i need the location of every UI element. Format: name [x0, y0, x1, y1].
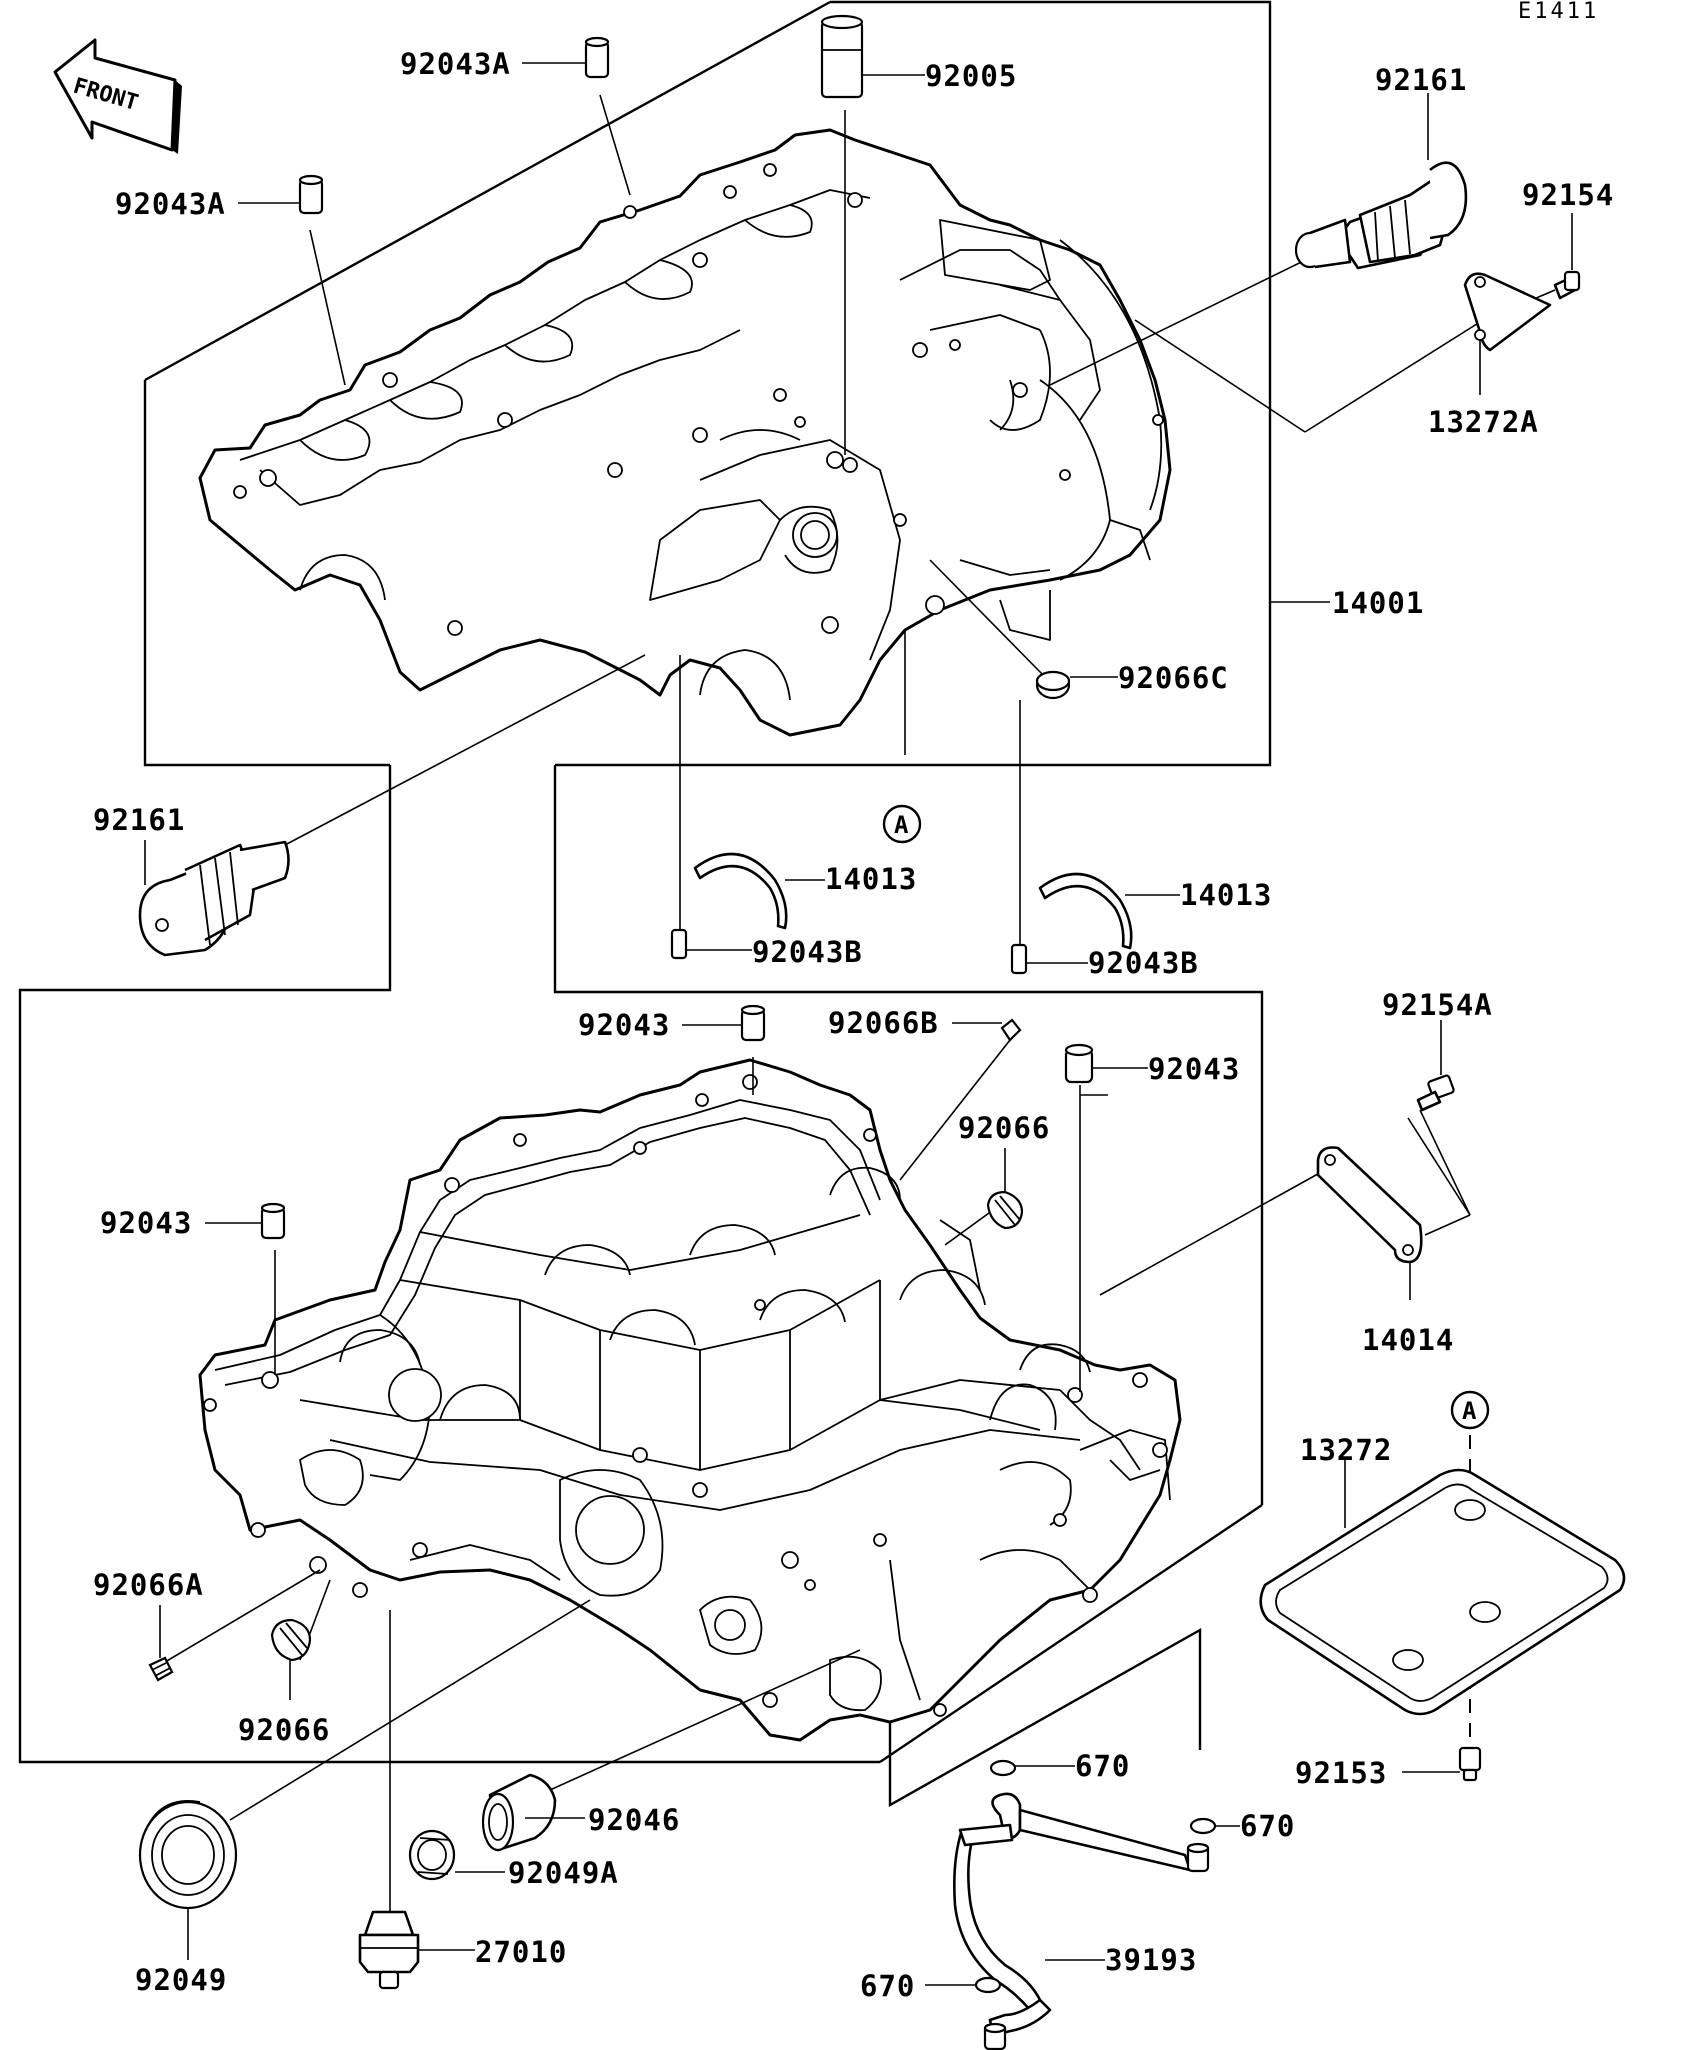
- plate-14014: 14014: [1316, 1146, 1454, 1357]
- plug-92066-upper: 92066: [958, 1111, 1050, 1230]
- plug-92066-lower: 92066: [238, 1618, 330, 1747]
- o-ring-670-a: 670: [989, 1749, 1130, 1783]
- label-14014: 14014: [1362, 1323, 1454, 1357]
- ref-mark-A-upper-text: A: [894, 811, 909, 839]
- damper-92161-left: 92161: [93, 803, 290, 957]
- label-92066-lower: 92066: [238, 1713, 330, 1747]
- label-14001: 14001: [1332, 586, 1424, 620]
- label-92043B-left: 92043B: [752, 935, 863, 969]
- label-92066-upper: 92066: [958, 1111, 1050, 1145]
- bolt-92153: 92153: [1295, 1746, 1482, 1790]
- pin-92043B-right: 92043B: [1010, 943, 1199, 980]
- o-ring-670-c: 670: [860, 1969, 1002, 2003]
- thrust-bearing-14013-left: 14013: [693, 852, 917, 930]
- oil-seal-92049: 92049: [135, 1800, 238, 1997]
- label-92046: 92046: [588, 1803, 680, 1837]
- label-92066A: 92066A: [93, 1568, 204, 1602]
- label-92043-top: 92043: [578, 1008, 670, 1042]
- bolt-92154A: 92154A: [1382, 988, 1493, 1112]
- label-92043-right: 92043: [1148, 1052, 1240, 1086]
- seal-92049A: 92049A: [408, 1829, 619, 1890]
- upper-leaders: [284, 94, 1556, 945]
- label-670-a: 670: [1075, 1749, 1130, 1783]
- thrust-bearing-14013-right: 14013: [1038, 872, 1272, 950]
- plate-13272A: 13272A: [1428, 272, 1552, 439]
- bearing-92046: 92046: [481, 1773, 680, 1852]
- label-92043A-top: 92043A: [400, 47, 511, 81]
- upper-crankcase-14001: [198, 128, 1172, 737]
- diagram-code: E1411: [1518, 0, 1599, 24]
- pipe-92005: 92005: [820, 14, 1017, 99]
- label-92049: 92049: [135, 1963, 227, 1997]
- ref-mark-A-upper: A: [882, 804, 922, 844]
- label-92154A: 92154A: [1382, 988, 1493, 1022]
- label-39193: 39193: [1105, 1943, 1197, 1977]
- label-92043-left: 92043: [100, 1206, 192, 1240]
- pin-92043B-left: 92043B: [670, 928, 863, 969]
- plug-92066C: 92066C: [1035, 661, 1229, 700]
- label-13272A: 13272A: [1428, 405, 1539, 439]
- label-92161-right: 92161: [1375, 63, 1467, 97]
- plug-92066B: 92066B: [828, 1006, 1022, 1042]
- label-670-c: 670: [860, 1969, 915, 2003]
- label-92005: 92005: [925, 59, 1017, 93]
- label-92161-left: 92161: [93, 803, 185, 837]
- label-13272: 13272: [1300, 1433, 1392, 1467]
- label-92043B-right: 92043B: [1088, 946, 1199, 980]
- label-92153: 92153: [1295, 1756, 1387, 1790]
- label-92043A-left: 92043A: [115, 187, 226, 221]
- dowel-92043-top: 92043: [578, 1004, 766, 1042]
- switch-27010: 27010: [358, 1910, 567, 1990]
- dowel-92043-left: 92043: [100, 1202, 286, 1240]
- damper-92161-right: 92161: [1294, 63, 1468, 270]
- front-arrow-icon: FRONT: [53, 38, 182, 154]
- plug-92066A: 92066A: [93, 1568, 204, 1682]
- dowel-92043-right: 92043: [1064, 1043, 1240, 1086]
- dowel-92043A-left: 92043A: [115, 174, 324, 221]
- label-14013-right: 14013: [1180, 878, 1272, 912]
- label-92049A: 92049A: [508, 1856, 619, 1890]
- plate-13272: 13272: [1259, 1433, 1626, 1716]
- o-ring-670-b: 670: [1189, 1809, 1295, 1843]
- label-14013-left: 14013: [825, 862, 917, 896]
- oil-pipe-39193: 39193: [953, 1792, 1210, 2050]
- label-92154: 92154: [1522, 178, 1614, 212]
- label-670-b: 670: [1240, 1809, 1295, 1843]
- label-92066C: 92066C: [1118, 661, 1229, 695]
- ref-mark-A-lower-text: A: [1462, 1397, 1477, 1425]
- label-27010: 27010: [475, 1935, 567, 1969]
- upper-group-frame: [18, 0, 1272, 1808]
- ref-mark-A-lower: A: [1450, 1390, 1490, 1430]
- dowel-92043A-top: 92043A: [400, 36, 610, 81]
- label-92066B: 92066B: [828, 1006, 939, 1040]
- lower-crankcase: [198, 1058, 1182, 1742]
- bolt-92154: 92154: [1522, 178, 1614, 300]
